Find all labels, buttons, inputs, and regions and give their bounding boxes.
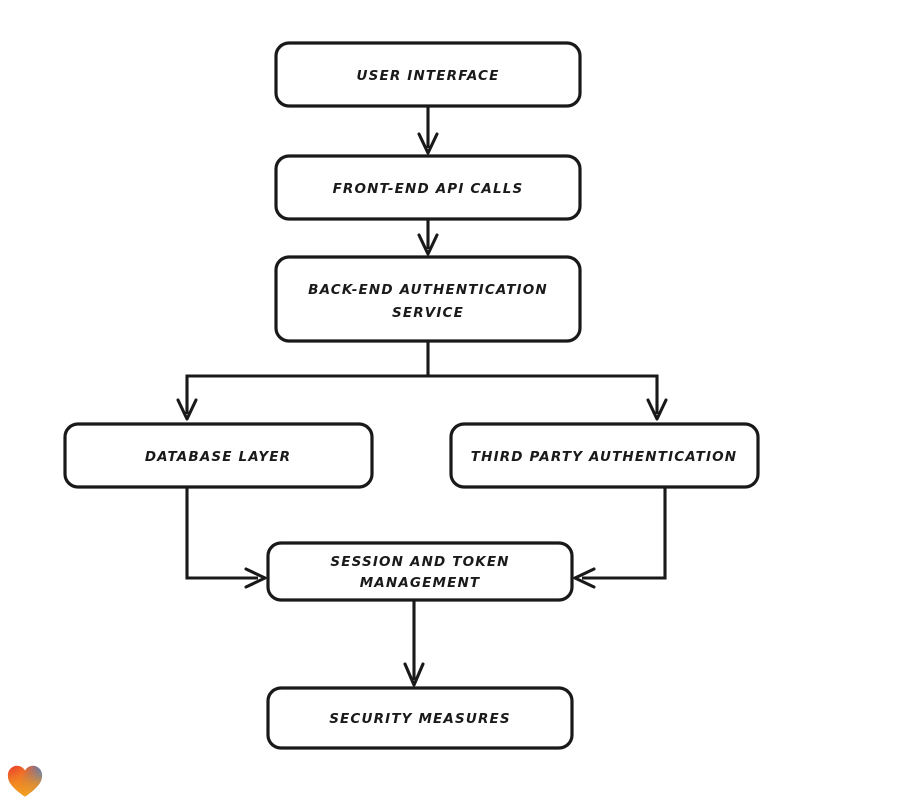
edge-database-to-session — [185, 487, 267, 589]
node-front-end-api-calls[interactable]: FRONT-END API CALLS — [274, 154, 582, 221]
node-box[interactable] — [63, 422, 374, 489]
edge-backend-to-database — [176, 341, 430, 421]
node-box[interactable] — [274, 255, 582, 343]
node-label: DATABASE LAYER — [145, 449, 291, 465]
node-security-measures[interactable]: SECURITY MEASURES — [266, 686, 574, 750]
arrow-head-icon — [417, 233, 439, 256]
node-layer: USER INTERFACE FRONT-END API CALLS BACK-… — [63, 41, 760, 750]
arrow-head-icon — [417, 132, 439, 155]
node-label-line-2: MANAGEMENT — [360, 575, 481, 591]
edge-line — [582, 487, 667, 580]
edge-ui-to-api — [417, 106, 439, 155]
node-label-line-1: BACK-END AUTHENTICATION — [308, 282, 548, 298]
heart-shape-overlay — [7, 765, 43, 797]
node-third-party-authentication[interactable]: THIRD PARTY AUTHENTICATION — [449, 422, 760, 489]
edge-layer — [176, 106, 668, 687]
arrow-head-icon — [403, 662, 425, 687]
node-label: USER INTERFACE — [357, 68, 500, 84]
node-session-and-token-management[interactable]: SESSION AND TOKEN MANAGEMENT — [266, 541, 574, 602]
node-label-line-2: SERVICE — [392, 305, 464, 321]
edge-backend-to-thirdparty — [428, 374, 668, 421]
arrow-head-icon — [573, 567, 596, 589]
arrow-head-icon — [176, 398, 198, 421]
node-box[interactable] — [274, 41, 582, 108]
edge-line — [428, 374, 659, 414]
edge-line — [185, 487, 258, 580]
node-label: THIRD PARTY AUTHENTICATION — [471, 449, 737, 465]
node-database-layer[interactable]: DATABASE LAYER — [63, 422, 374, 489]
edge-thirdparty-to-session — [573, 487, 667, 589]
watermark-heart — [6, 762, 44, 800]
node-back-end-authentication-service[interactable]: BACK-END AUTHENTICATION SERVICE — [274, 255, 582, 343]
node-label: SECURITY MEASURES — [329, 711, 511, 727]
heart-icon — [7, 765, 43, 797]
node-box[interactable] — [266, 686, 574, 750]
node-box[interactable] — [449, 422, 760, 489]
edge-session-to-security — [403, 600, 425, 687]
node-label-line-1: SESSION AND TOKEN — [330, 554, 509, 570]
edge-line — [185, 341, 430, 414]
node-box[interactable] — [274, 154, 582, 221]
arrow-head-icon — [244, 567, 267, 589]
node-box[interactable] — [266, 541, 574, 602]
arrow-head-icon — [646, 398, 668, 421]
edge-api-to-backend — [417, 219, 439, 256]
node-label: FRONT-END API CALLS — [333, 181, 524, 197]
node-user-interface[interactable]: USER INTERFACE — [274, 41, 582, 108]
